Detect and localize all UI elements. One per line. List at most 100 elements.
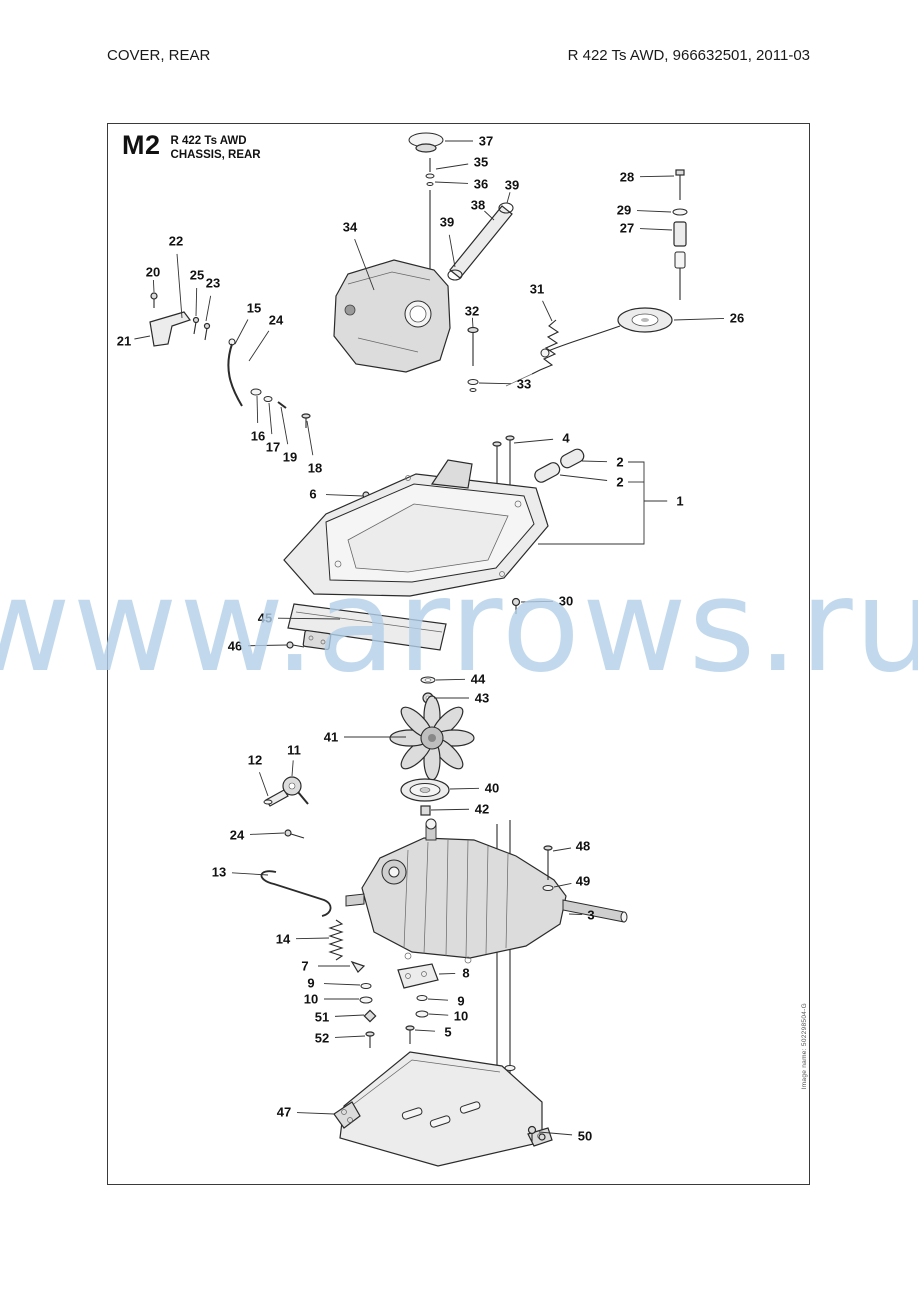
part-label: 30 (559, 594, 573, 609)
bolt-48-part (542, 845, 554, 891)
leader-line (552, 847, 572, 852)
part-label: 38 (471, 198, 485, 213)
part-label: 2 (616, 455, 623, 470)
part-label: 2 (616, 475, 623, 490)
leader-line (334, 1035, 366, 1038)
leader-line (277, 617, 341, 620)
idler-assembly-part (540, 169, 688, 358)
part-label: 26 (730, 311, 744, 326)
part-label: 20 (146, 265, 160, 280)
leader-line (673, 317, 725, 321)
screw-washer-mid (467, 326, 479, 392)
part-label: 22 (169, 234, 183, 249)
part-label: 28 (620, 170, 634, 185)
chassis-part (283, 459, 549, 597)
part-label: 3 (587, 908, 594, 923)
leader-line (291, 760, 294, 777)
part-label: 9 (307, 976, 314, 991)
leader-line (195, 287, 198, 317)
part-label: 13 (212, 865, 226, 880)
leader-line (636, 210, 672, 213)
part-label: 18 (308, 461, 322, 476)
brake-rod-part (260, 870, 344, 961)
part-label: 42 (475, 802, 489, 817)
leader-line (256, 395, 259, 424)
part-label: 24 (230, 828, 245, 843)
bumper-part (286, 603, 447, 651)
part-label: 23 (206, 276, 220, 291)
part-label: 17 (266, 440, 280, 455)
part-label: 52 (315, 1031, 329, 1046)
leader-line (449, 787, 480, 790)
part-label: 46 (228, 639, 242, 654)
part-label: 14 (276, 932, 291, 947)
rear-cover-part (333, 259, 451, 373)
leader-line (258, 772, 269, 797)
part-label: 48 (576, 839, 590, 854)
bushing-parts (534, 448, 585, 483)
tension-spring-part (505, 319, 560, 387)
part-label: 36 (474, 177, 488, 192)
diagram-title-block: M2 R 422 Ts AWD CHASSIS, REAR (122, 132, 261, 163)
leader-line (247, 644, 288, 647)
header-right: R 422 Ts AWD, 966632501, 2011-03 (567, 47, 810, 64)
part-label: 19 (283, 450, 297, 465)
pulley-part (400, 778, 450, 816)
part-label: 40 (485, 781, 499, 796)
leader-line (323, 983, 361, 986)
part-label: 43 (475, 691, 489, 706)
leader-line (295, 937, 330, 940)
leader-line (152, 279, 155, 293)
part-label: 35 (474, 155, 488, 170)
part-label: 34 (343, 220, 358, 235)
part-label: 41 (324, 730, 338, 745)
leader-line (639, 228, 673, 231)
leader-line (427, 998, 449, 1001)
transaxle-part (345, 818, 628, 964)
part-label: 9 (457, 994, 464, 1009)
part-label: 8 (462, 966, 469, 981)
leader-line (513, 438, 554, 444)
part-label: 4 (562, 431, 570, 446)
link-rod-part (227, 338, 311, 428)
leader-line (428, 1013, 449, 1016)
part-label: 44 (471, 672, 486, 687)
part-label: 11 (287, 743, 301, 758)
part-label: 39 (440, 215, 454, 230)
part-label: 10 (454, 1009, 468, 1024)
leader-line (268, 402, 273, 435)
leader-line (306, 420, 314, 456)
leader-line (249, 832, 285, 835)
hardware-cluster (350, 960, 439, 1048)
hose-part (447, 202, 514, 281)
part-label: 1 (676, 494, 683, 509)
part-label: 50 (578, 1129, 592, 1144)
leader-line (205, 295, 212, 322)
leader-line (248, 330, 270, 362)
fan-part (389, 695, 475, 781)
part-label: 39 (505, 178, 519, 193)
leader-line (471, 317, 474, 329)
leader-line (325, 494, 364, 497)
page-header: COVER, REAR R 422 Ts AWD, 966632501, 201… (107, 47, 810, 64)
part-label: 49 (576, 874, 590, 889)
leader-line (434, 181, 469, 184)
leader-line (231, 872, 269, 876)
leader-line (553, 882, 572, 888)
guard-plate-part (333, 1051, 553, 1167)
leader-line (134, 335, 151, 340)
part-label: 32 (465, 304, 479, 319)
part-label: 33 (517, 377, 531, 392)
part-label: 37 (479, 134, 493, 149)
section-code: M2 (122, 130, 161, 160)
leader-line (581, 460, 608, 463)
leader-line (354, 238, 375, 291)
leader-line (414, 1029, 436, 1032)
part-label: 31 (530, 282, 544, 297)
part-label: 45 (258, 611, 272, 626)
leader-line (430, 808, 470, 811)
leader-line (234, 319, 249, 345)
leader-line (438, 972, 456, 975)
